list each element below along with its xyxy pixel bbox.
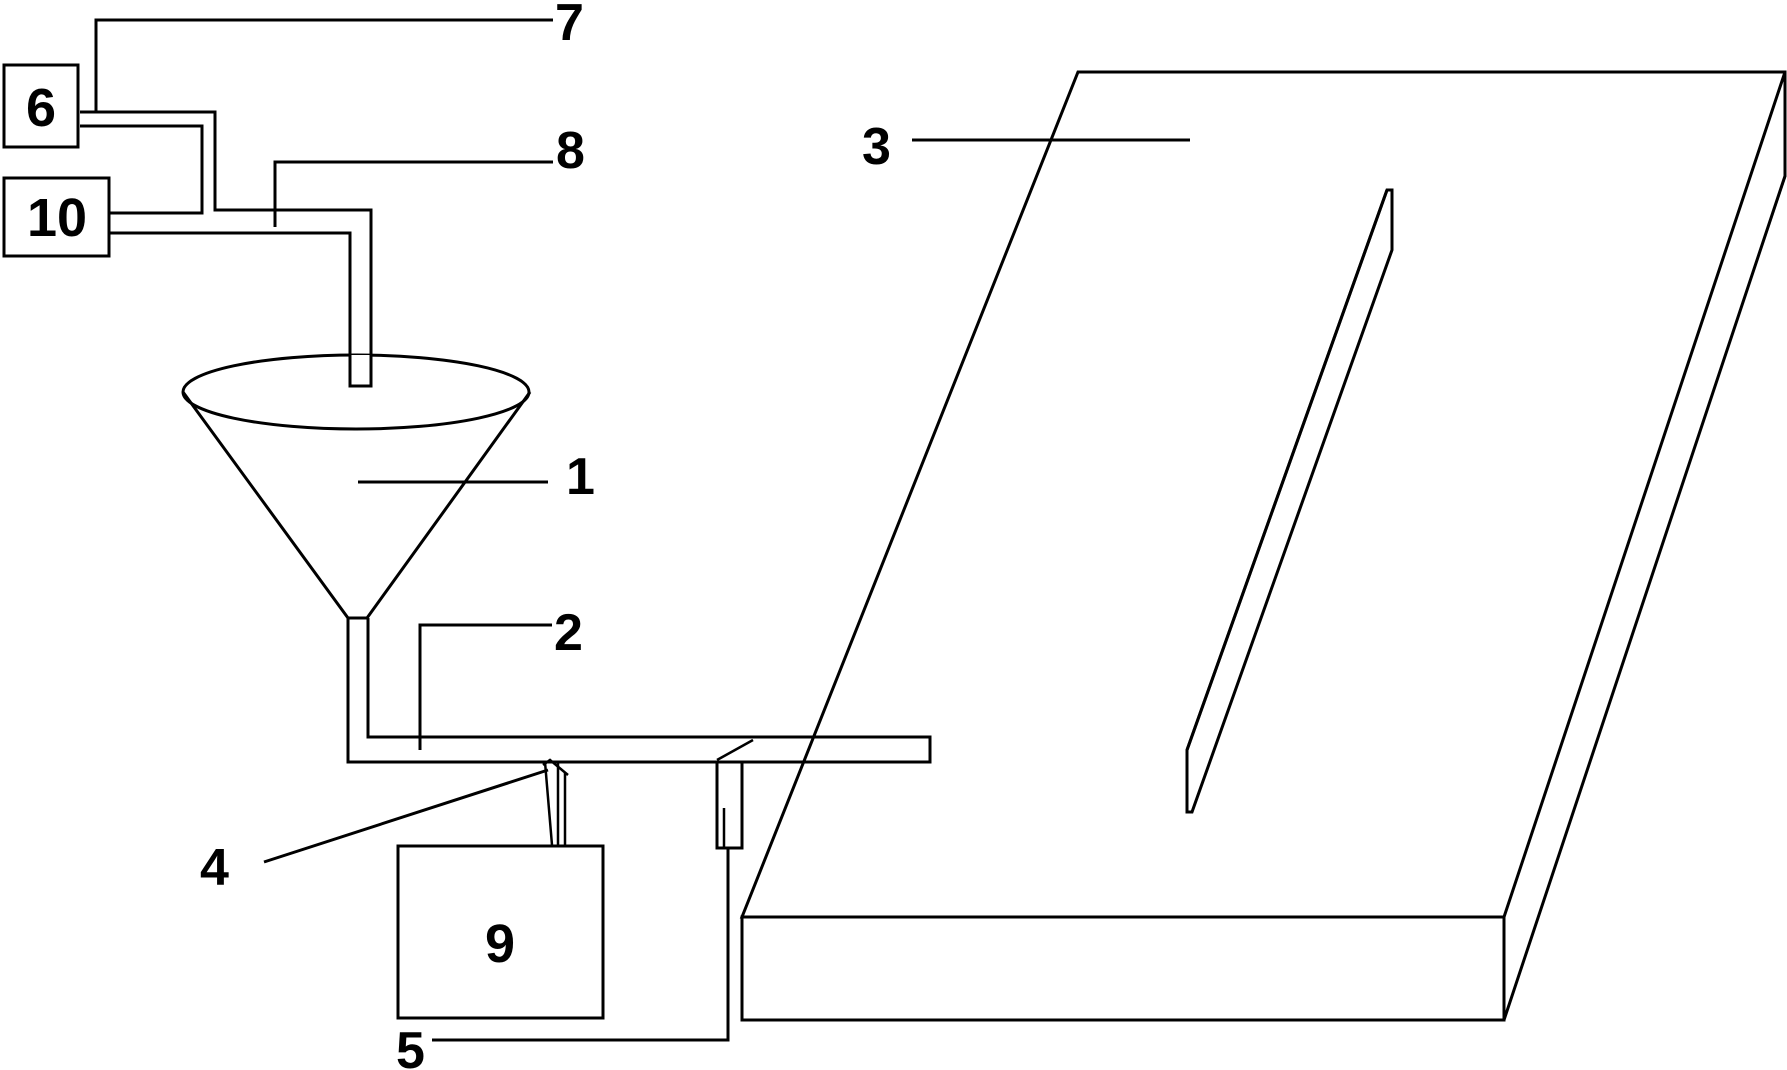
label-2: 2 [554,604,583,662]
leader-line-8 [273,160,553,227]
feed-pipe-outer [80,110,373,386]
valve-4-head [542,758,569,776]
valve-4-stem-a [543,761,554,846]
label-3: 3 [862,118,891,176]
box-6-label: 6 [26,78,56,138]
label-4: 4 [200,839,229,897]
funnel-cone [181,391,532,620]
box-6-frame [2,63,80,149]
label-7: 7 [555,0,584,52]
feed-pipe-inner-top [80,124,204,215]
feed-pipe-tip [348,355,373,388]
label-5: 5 [396,1022,425,1070]
distribution-pipe-2 [346,618,932,764]
box-6: 6 [2,63,80,149]
label-8: 8 [556,122,585,180]
drain-5-body [715,762,744,850]
plate-3 [739,70,1787,1022]
leader-line-7 [94,18,553,113]
feed-pipes [80,18,553,388]
box-10-frame [2,176,111,258]
leader-line-2 [418,623,552,750]
label-1: 1 [566,448,595,506]
plate-groove-edge [1185,189,1389,751]
leader-line-4 [263,768,549,864]
plate-side-face [1502,71,1787,1021]
box-9-frame [396,844,605,1020]
plate-front-face [740,915,1506,1022]
distribution-pipe-body [346,618,932,764]
box-10-label: 10 [27,188,87,248]
valve-5-mark [716,738,754,762]
funnel-1 [181,353,548,620]
box-9-label: 9 [485,914,515,974]
feed-pipe-tip-fill [351,355,370,386]
box-10: 10 [2,176,111,258]
drain-5 [432,762,744,1042]
leader-line-5 [432,848,730,1042]
feed-pipe-inner-bottom [110,231,352,386]
valve-4: 9 [263,758,605,1020]
